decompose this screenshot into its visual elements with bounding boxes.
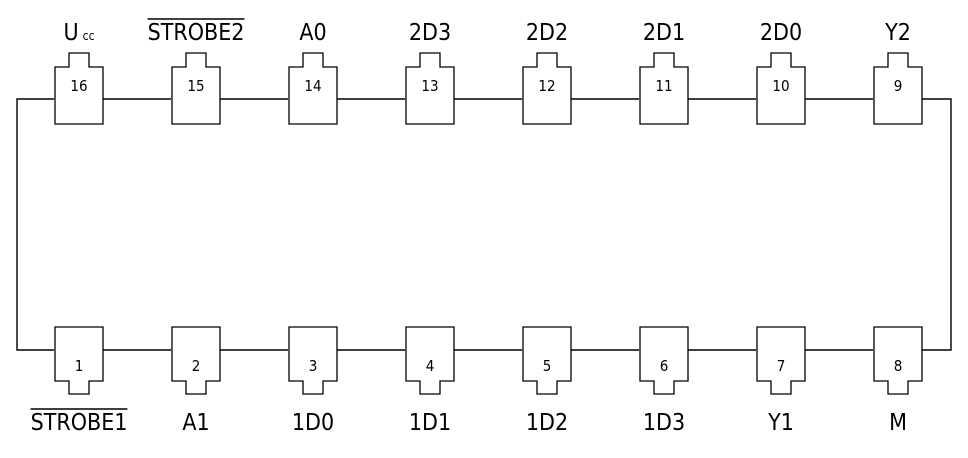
pin-number: 3 — [309, 357, 318, 375]
pin-pad — [639, 326, 689, 395]
pin-number: 10 — [772, 77, 789, 95]
pin-number: 13 — [421, 77, 438, 95]
top-pin-label: Y2 — [884, 20, 911, 46]
pin-number: 2 — [192, 357, 201, 375]
pin-pad — [873, 52, 923, 125]
ic-package-outline — [16, 98, 952, 351]
bottom-pin-label: Y1 — [767, 410, 794, 436]
pin-pad — [54, 52, 104, 125]
bottom-pin-label: 1D1 — [409, 410, 451, 436]
pin-number: 16 — [70, 77, 87, 95]
bottom-pin-label: STROBE1 — [31, 410, 128, 436]
pin-9: 9 Y2 — [873, 20, 923, 125]
pin-pad — [171, 326, 221, 395]
top-pin-label: 2D3 — [409, 20, 451, 46]
bottom-pin-label: M — [889, 410, 907, 436]
bottom-pin-label: 1D3 — [643, 410, 685, 436]
pin-number: 15 — [187, 77, 204, 95]
pin-4: 4 1D1 — [405, 326, 455, 436]
pin-number: 7 — [777, 357, 786, 375]
pin-pad — [288, 326, 338, 395]
top-pin-label: STROBE2 — [148, 20, 245, 46]
pin-number: 8 — [894, 357, 903, 375]
pin-8: 8M — [873, 326, 923, 436]
pin-11: 11 2D1 — [639, 20, 689, 125]
bottom-pin-label: 1D0 — [292, 410, 334, 436]
top-pin-label: A0 — [299, 20, 326, 46]
pin-14: 14 A0 — [288, 20, 338, 125]
bottom-pin-label: A1 — [182, 410, 209, 436]
pin-3: 3 1D0 — [288, 326, 338, 436]
pin-pad — [522, 326, 572, 395]
pin-number: 12 — [538, 77, 555, 95]
pin-pad — [171, 52, 221, 125]
pin-5: 5 1D2 — [522, 326, 572, 436]
pin-number: 11 — [655, 77, 672, 95]
pin-number: 14 — [304, 77, 321, 95]
pin-13: 13 2D3 — [405, 20, 455, 125]
pin-7: 7Y1 — [756, 326, 806, 436]
pin-pad — [54, 326, 104, 395]
pin-12: 12 2D2 — [522, 20, 572, 125]
pin-15: 15 STROBE2 — [147, 18, 245, 125]
pin-number: 1 — [75, 357, 84, 375]
pin-10: 10 2D0 — [756, 20, 806, 125]
top-pin-label: 2D2 — [526, 20, 568, 46]
top-pin-label: 2D1 — [643, 20, 685, 46]
pin-number: 4 — [426, 357, 435, 375]
pin-pad — [522, 52, 572, 125]
pin-number: 9 — [894, 77, 903, 95]
pin-pad — [405, 52, 455, 125]
pin-number: 5 — [543, 357, 552, 375]
pin-2: 2A1 — [171, 326, 221, 436]
pin-pad — [756, 326, 806, 395]
pin-number: 6 — [660, 357, 669, 375]
bottom-pin-label: 1D2 — [526, 410, 568, 436]
pin-pad — [756, 52, 806, 125]
pin-pad — [405, 326, 455, 395]
pin-pad — [639, 52, 689, 125]
pin-pad — [288, 52, 338, 125]
pin-label-subscript: cc — [83, 29, 95, 43]
pin-6: 6 1D3 — [639, 326, 689, 436]
pin-pad — [873, 326, 923, 395]
top-pin-label: 2D0 — [760, 20, 802, 46]
